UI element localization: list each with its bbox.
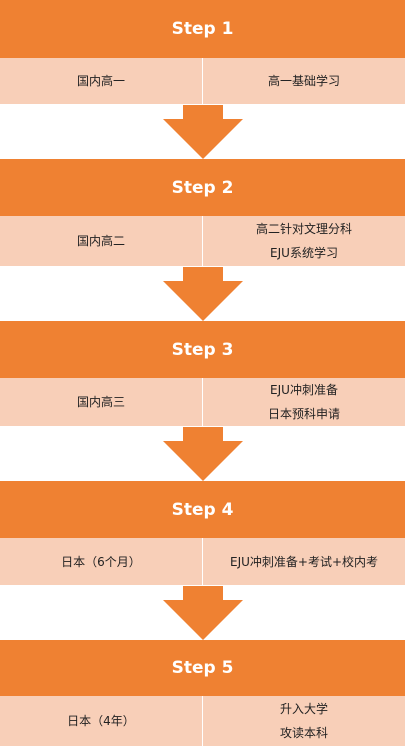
step-1-left: 国内高一: [76, 74, 125, 88]
step-5-right-line-2: 攻读本科: [279, 726, 328, 740]
step-5-right-line-1: 升入大学: [279, 702, 328, 716]
arrow-down-icon: [163, 105, 243, 159]
step-4-header: Step 4: [0, 481, 405, 538]
step-4-left: 日本（6个月）: [61, 554, 141, 569]
arrow-down-icon: [163, 586, 243, 640]
step-2-header: Step 2: [0, 159, 405, 216]
arrow-down-icon: [163, 427, 243, 481]
step-2-right: 高二针对文理分科 EJU系统学习: [202, 216, 405, 266]
step-4-right-line-1: EJU冲刺准备+考试+校内考: [229, 554, 378, 569]
step-1-right-line-1: 高一基础学习: [267, 74, 340, 88]
step-1-row: 国内高一 高一基础学习: [0, 58, 405, 104]
step-5-left: 日本（4年）: [67, 714, 135, 728]
step-3-right-line-1: EJU冲刺准备: [270, 383, 338, 397]
step-1-right: 高一基础学习: [202, 58, 405, 104]
step-2-right-line-2: EJU系统学习: [270, 246, 338, 260]
step-3-left: 国内高三: [76, 395, 125, 409]
step-3-header: Step 3: [0, 321, 405, 378]
step-2-right-line-1: 高二针对文理分科: [255, 222, 352, 236]
step-5-header: Step 5: [0, 640, 405, 696]
step-2: Step 2 国内高二 高二针对文理分科 EJU系统学习: [0, 159, 405, 266]
step-1: Step 1 国内高一 高一基础学习: [0, 0, 405, 104]
arrow-down-icon: [163, 267, 243, 321]
step-3-right: EJU冲刺准备 日本预科申请: [202, 378, 405, 426]
step-3: Step 3 国内高三 EJU冲刺准备 日本预科申请: [0, 321, 405, 426]
step-2-left: 国内高二: [76, 234, 125, 248]
step-4: Step 4 日本（6个月） EJU冲刺准备+考试+校内考: [0, 481, 405, 585]
step-5-right: 升入大学 攻读本科: [202, 696, 405, 746]
step-4-right: EJU冲刺准备+考试+校内考: [202, 538, 405, 585]
step-5-row: 日本（4年） 升入大学 攻读本科: [0, 696, 405, 746]
step-2-row: 国内高二 高二针对文理分科 EJU系统学习: [0, 216, 405, 266]
step-1-header: Step 1: [0, 0, 405, 58]
step-3-row: 国内高三 EJU冲刺准备 日本预科申请: [0, 378, 405, 426]
step-5: Step 5 日本（4年） 升入大学 攻读本科: [0, 640, 405, 746]
step-3-right-line-2: 日本预科申请: [267, 407, 340, 421]
step-4-row: 日本（6个月） EJU冲刺准备+考试+校内考: [0, 538, 405, 585]
